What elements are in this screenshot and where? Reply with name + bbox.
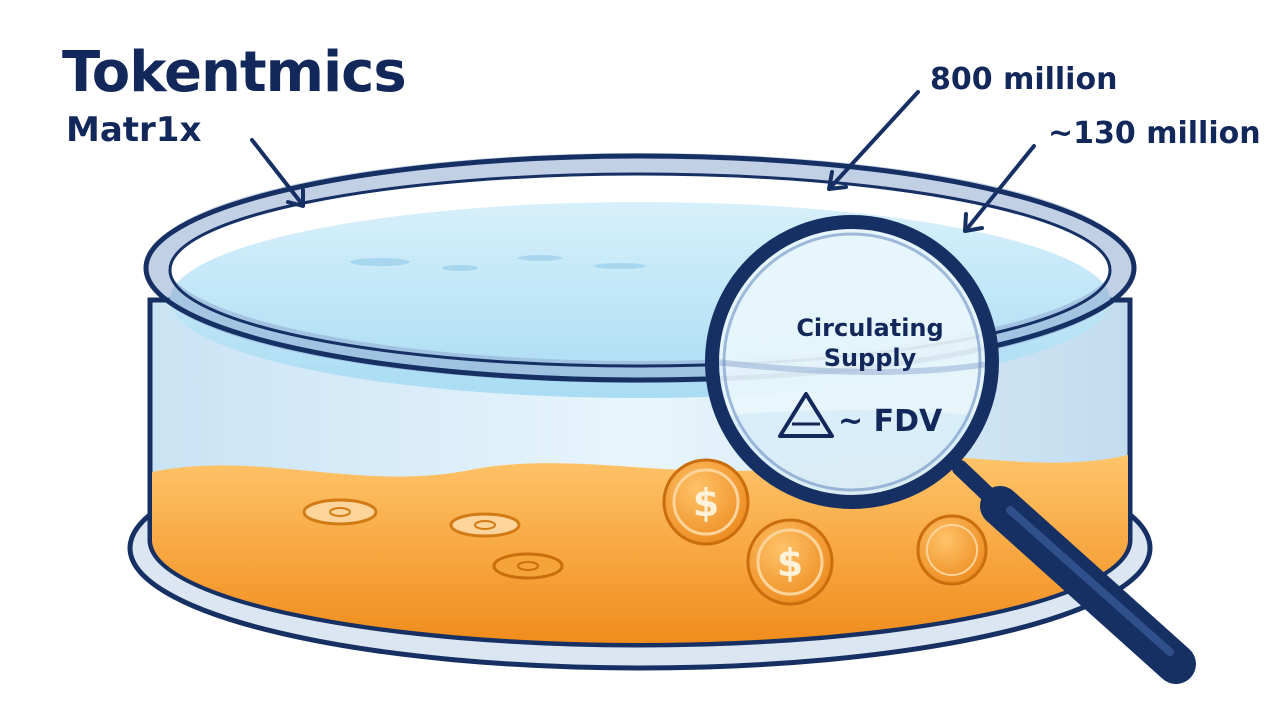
- lens-fdv-label: ~ FDV: [838, 404, 943, 439]
- coin-flat-1: [302, 498, 378, 526]
- arrow-total-supply: [827, 90, 920, 191]
- inner-rim: [147, 153, 1133, 383]
- dollar-coin-2: $: [746, 518, 834, 606]
- project-name: Matr1x: [66, 110, 202, 150]
- total-supply-callout: 800 million: [930, 62, 1118, 97]
- page-title: Tokentmics: [62, 40, 407, 105]
- coin-3: [916, 514, 988, 586]
- svg-text:$: $: [693, 481, 719, 525]
- arrow-circulating-value: [963, 144, 1036, 233]
- magnifier-handle: [952, 460, 1196, 684]
- lens-label-line2: Supply: [823, 344, 917, 372]
- water-ripples: [350, 255, 646, 271]
- tank-rim-inner-edge: [168, 172, 1112, 368]
- coin-flat-3: [492, 552, 564, 580]
- tank-rim: [143, 153, 1137, 383]
- warning-triangle-icon: [778, 392, 834, 438]
- svg-text:$: $: [777, 541, 803, 585]
- dollar-coin-1: $: [662, 458, 750, 546]
- circulating-value-callout: ~130 million: [1048, 116, 1261, 151]
- lens-label-line1: Circulating: [796, 314, 944, 342]
- arrow-subtitle: [250, 138, 305, 208]
- coin-flat-2: [449, 512, 521, 538]
